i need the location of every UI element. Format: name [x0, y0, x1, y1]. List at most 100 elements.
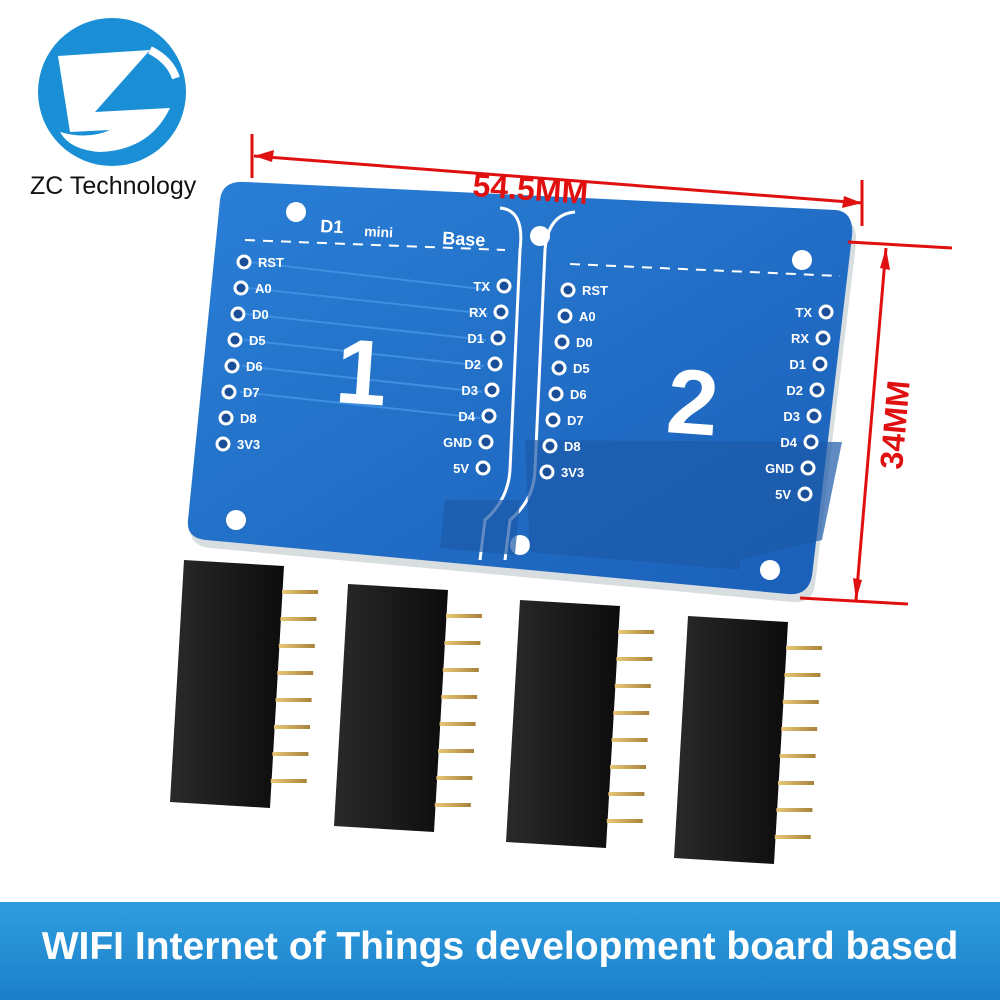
slot2-left-pin-label: D0: [576, 335, 593, 350]
bottom-banner: [0, 902, 1000, 1000]
board-title-right: Base: [442, 228, 486, 250]
pin-rows: RSTA0D0D5D6D7D83V3TXRXD1D2D3D4GND5VRSTA0…: [215, 254, 834, 502]
header-pin: [610, 765, 646, 769]
header-pin: [778, 781, 814, 785]
slot1-right-pin-label: D2: [464, 357, 481, 372]
header-strip: [674, 616, 822, 864]
slot2-left-pin-pad: [542, 438, 558, 454]
header-strips: [170, 560, 822, 864]
slot1-left-pin-label: A0: [255, 281, 272, 296]
slot2-right-pin-pad: [809, 382, 825, 398]
header-pin: [275, 698, 312, 702]
width-dimension-label: 54.5MM: [472, 167, 590, 211]
slot2-left-pin-pad: [560, 282, 576, 298]
header-pin: [614, 684, 651, 688]
slot1-left-pin-pad: [230, 306, 246, 322]
header-strip: [170, 560, 318, 808]
slot1-right-pin-label: RX: [469, 305, 487, 320]
slot1-right-pin-label: GND: [443, 435, 472, 450]
slot2-right-pin-label: 5V: [775, 487, 791, 502]
slot1-right-pin-label: D4: [458, 409, 475, 424]
slot2-left-pin-label: RST: [582, 283, 608, 298]
slot1-number: 1: [333, 320, 391, 425]
slot2-right-pin-label: RX: [791, 331, 809, 346]
board-title-mid: mini: [364, 223, 394, 240]
slot2-right-pin-pad: [818, 304, 834, 320]
header-pin: [774, 835, 811, 839]
brand-name: ZC Technology: [30, 172, 197, 200]
slot2-right-pin-pad: [815, 330, 831, 346]
header-pin: [444, 641, 481, 645]
slot2-left-pin-pad: [551, 360, 567, 376]
header-pin: [781, 727, 818, 731]
slot1-left-pin-label: 3V3: [237, 437, 260, 452]
header-pin: [784, 673, 821, 677]
board-silkscreen: D1 mini Base 1 2: [320, 216, 722, 455]
slot2-left-pin-pad: [539, 464, 555, 480]
width-dimension: [250, 134, 864, 226]
slot1-right-pin-pad: [484, 382, 500, 398]
slot1-left-pin-label: D7: [243, 385, 260, 400]
slot1-right-pin-label: TX: [473, 279, 490, 294]
slot2-number: 2: [664, 350, 722, 455]
slot2-left-pin-label: A0: [579, 309, 596, 324]
slot2-right-pin-label: D3: [783, 409, 800, 424]
slot1-left-pin-pad: [233, 280, 249, 296]
header-pin: [611, 738, 648, 742]
header-pin: [278, 644, 315, 648]
slot2-right-pin-label: TX: [795, 305, 812, 320]
slot1-right-pin-pad: [478, 434, 494, 450]
slot2-left-pin-label: D7: [567, 413, 584, 428]
slot1-left-pin-pad: [227, 332, 243, 348]
height-dimension: [799, 240, 953, 606]
slot2-right-pin-pad: [806, 408, 822, 424]
slot1-left-pin-pad: [224, 358, 240, 374]
slot1-right-pin-pad: [475, 460, 491, 476]
zc-swirl-logo-icon: [38, 18, 186, 166]
header-pin: [616, 657, 653, 661]
slot1-left-pin-label: RST: [258, 255, 284, 270]
slot1-right-pin-pad: [496, 278, 512, 294]
slot1-left-pin-pad: [221, 384, 237, 400]
slot2-left-pin-pad: [557, 308, 573, 324]
header-pin: [439, 722, 476, 726]
slot1-right-pin-label: 5V: [453, 461, 469, 476]
header-strip: [334, 584, 482, 832]
slot1-right-pin-pad: [487, 356, 503, 372]
header-pin: [776, 808, 813, 812]
slot2-left-pin-pad: [548, 386, 564, 402]
slot2-right-pin-label: D2: [786, 383, 803, 398]
header-pin: [608, 792, 645, 796]
slot1-right-pin-pad: [493, 304, 509, 320]
slot2-right-pin-label: GND: [765, 461, 794, 476]
slot2-left-pin-pad: [554, 334, 570, 350]
slot2-left-pin-label: 3V3: [561, 465, 584, 480]
pcb-board: [187, 181, 857, 603]
slot2-left-pin-label: D8: [564, 439, 581, 454]
header-pin: [782, 700, 819, 704]
slot2-right-pin-label: D4: [780, 435, 797, 450]
header-pin: [786, 646, 822, 650]
slot2-right-pin-pad: [812, 356, 828, 372]
slot1-left-pin-label: D6: [246, 359, 263, 374]
slot1-right-pin-label: D3: [461, 383, 478, 398]
header-pin: [272, 752, 309, 756]
header-pin: [606, 819, 643, 823]
slot1-left-pin-label: D0: [252, 307, 269, 322]
slot1-left-pin-pad: [215, 436, 231, 452]
header-pin: [442, 668, 479, 672]
slot2-right-pin-pad: [800, 460, 816, 476]
header-pin: [280, 617, 317, 621]
header-pin: [270, 779, 307, 783]
header-pin: [277, 671, 314, 675]
banner-text: WIFI Internet of Things development boar…: [41, 925, 959, 968]
slot1-right-pin-pad: [481, 408, 497, 424]
header-pin: [441, 695, 478, 699]
slot2-right-pin-label: D1: [789, 357, 806, 372]
slot1-left-pin-pad: [218, 410, 234, 426]
slot1-right-pin-label: D1: [467, 331, 484, 346]
slot1-left-pin-label: D5: [249, 333, 266, 348]
header-pin: [282, 590, 318, 594]
slot1-left-pin-pad: [236, 254, 252, 270]
header-pin: [436, 776, 473, 780]
